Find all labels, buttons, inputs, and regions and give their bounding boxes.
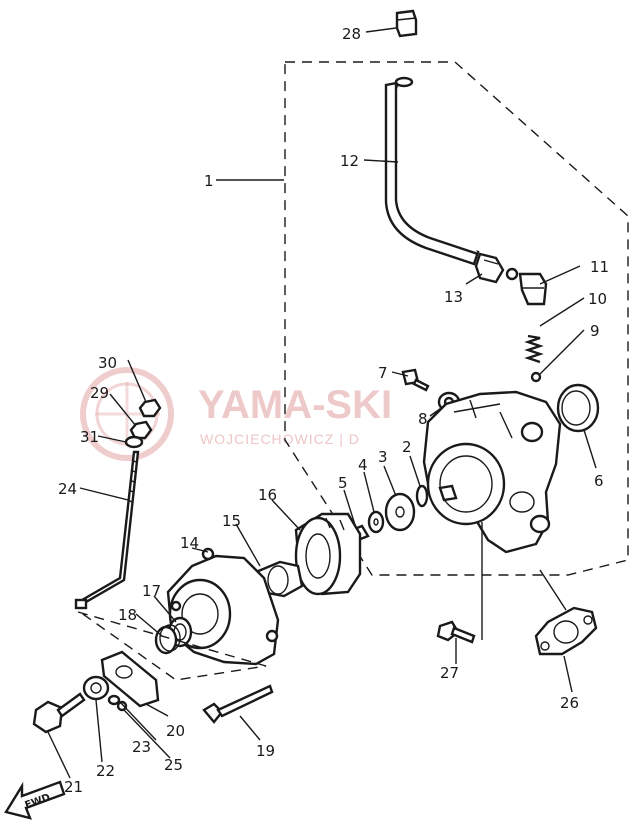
part-4-washer [367, 510, 385, 534]
callout-11: 11 [590, 258, 609, 276]
callout-18: 18 [118, 606, 137, 624]
callout-28: 28 [342, 25, 361, 43]
watermark: YAMA-SKI WOJCIECHOWICZ | D [80, 367, 392, 461]
leader-lines [47, 27, 597, 779]
callout-12: 12 [340, 152, 359, 170]
assembly-boundary [284, 61, 629, 576]
part-19-bolt [202, 684, 274, 724]
callout-13: 13 [444, 288, 463, 306]
watermark-logo-circle [80, 367, 174, 461]
part-25-nut [116, 700, 128, 712]
part-9-ball [530, 371, 542, 383]
part-22-collar [82, 675, 110, 701]
callout-23: 23 [132, 738, 151, 756]
callout-14: 14 [180, 534, 199, 552]
callout-29: 29 [90, 384, 109, 402]
callout-21: 21 [64, 778, 83, 796]
fwd-arrow-icon: FWD [4, 780, 66, 820]
part-21-bolt [32, 692, 86, 734]
part-30-nut [138, 398, 162, 418]
callout-16: 16 [258, 486, 277, 504]
part-23-washer [107, 694, 121, 706]
callout-8: 8 [418, 410, 428, 428]
callout-26: 26 [560, 694, 579, 712]
callout-24: 24 [58, 480, 77, 498]
callout-30: 30 [98, 354, 117, 372]
callout-9: 9 [590, 322, 600, 340]
part-31-washer [124, 435, 144, 449]
callout-3: 3 [378, 448, 388, 466]
callout-4: 4 [358, 456, 368, 474]
part-7-screw [401, 368, 430, 392]
callout-numbers: 28 12 1 13 11 10 9 7 8 6 2 3 4 5 16 15 1… [58, 25, 609, 796]
part-2-oring [415, 484, 429, 508]
part-20-lever [100, 650, 160, 708]
part-6-cover [556, 383, 600, 433]
callout-20: 20 [166, 722, 185, 740]
watermark-subtitle: WOJCIECHOWICZ | D [200, 431, 360, 447]
part-27-bolt [436, 620, 476, 644]
lever-group-outline [77, 611, 267, 681]
callout-10: 10 [588, 290, 607, 308]
callout-22: 22 [96, 762, 115, 780]
callout-5: 5 [338, 474, 348, 492]
callout-2: 2 [402, 438, 412, 456]
callout-19: 19 [256, 742, 275, 760]
part-12-pipe [384, 76, 480, 266]
callout-25: 25 [164, 756, 183, 774]
callout-31: 31 [80, 428, 99, 446]
callout-27: 27 [440, 664, 459, 682]
part-18-coil [154, 624, 181, 655]
callout-17: 17 [142, 582, 161, 600]
part-24-cable [74, 450, 140, 610]
part-16-coupling [294, 512, 362, 596]
callout-6: 6 [594, 472, 604, 490]
callout-1: 1 [204, 172, 214, 190]
pump-body [422, 390, 562, 554]
watermark-title: YAMA-SKI [198, 383, 392, 427]
callout-15: 15 [222, 512, 241, 530]
part-3-disc [384, 492, 416, 532]
part-11-banjo [505, 267, 548, 306]
part-14-housing [166, 547, 280, 666]
part-13-nut [474, 252, 505, 284]
part-26-gasket [534, 606, 598, 656]
callout-7: 7 [378, 364, 388, 382]
part-10-spring [524, 334, 544, 364]
part-28-cap [395, 9, 418, 38]
